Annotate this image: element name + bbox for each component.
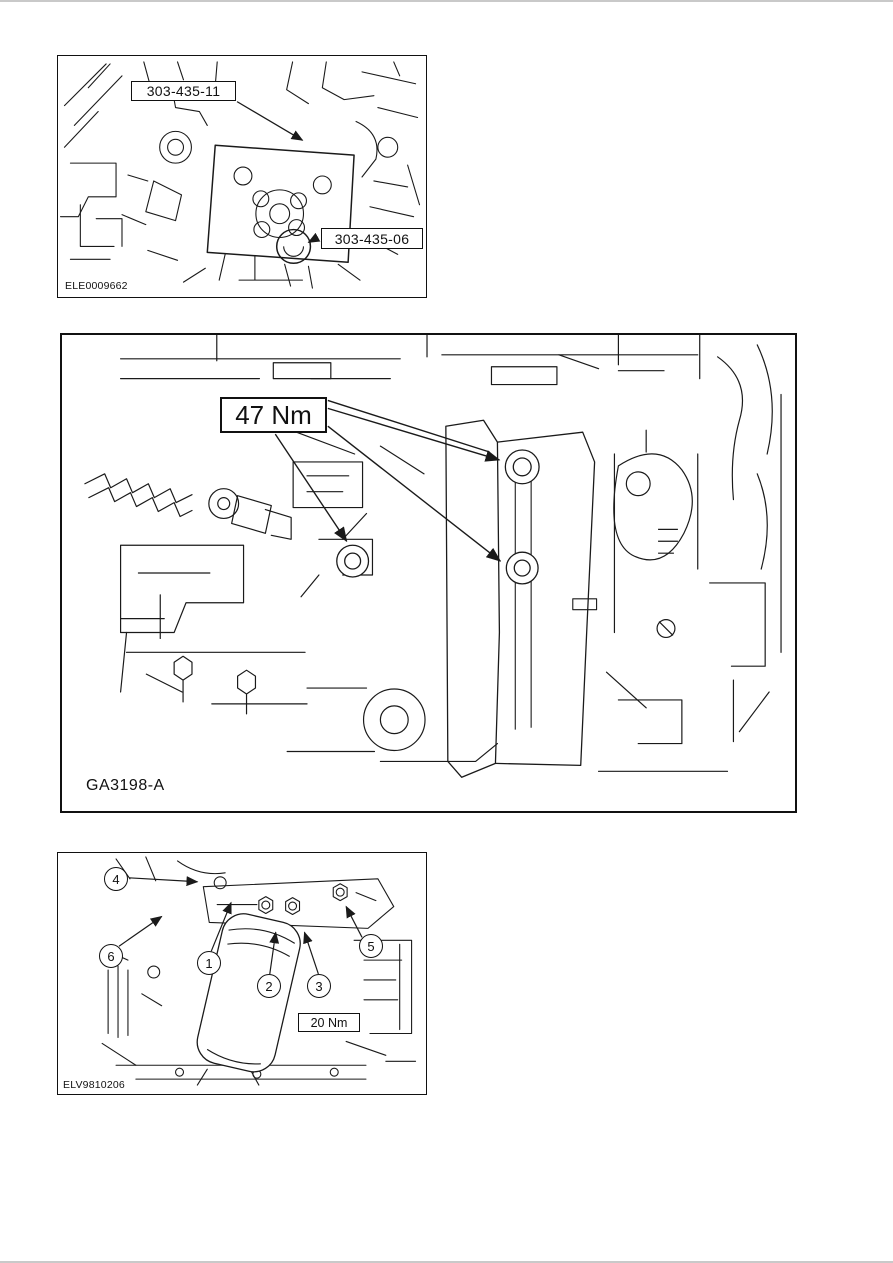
- tool-number-callout-top: 303-435-11: [131, 81, 236, 101]
- leader-arrows: [118, 876, 363, 975]
- figure-special-tools: 303-435-11 303-435-06 ELE0009662: [57, 55, 427, 298]
- tool-plate-drawing: [206, 144, 355, 264]
- egg-cover-drawing: [613, 453, 693, 639]
- socket-tool-drawing: [275, 228, 312, 265]
- drain-boss-drawing: [362, 688, 426, 752]
- callout-4: 4: [104, 867, 128, 891]
- leader-arrows: [236, 101, 321, 244]
- oil-filter-line-art: [101, 856, 417, 1086]
- callout-1: 1: [197, 951, 221, 975]
- callout-3: 3: [307, 974, 331, 998]
- page-bottom-divider: [0, 1261, 893, 1263]
- figure-torque-bracket: 47 Nm GA3198-A: [60, 333, 797, 813]
- callout-6: 6: [99, 944, 123, 968]
- figure-id-label: ELV9810206: [63, 1079, 125, 1091]
- callout-2: 2: [257, 974, 281, 998]
- torque-value-callout: 47 Nm: [220, 397, 327, 433]
- bolt-c-drawing: [505, 551, 539, 585]
- figure-id-label: GA3198-A: [86, 777, 165, 794]
- bolt-a-drawing: [504, 449, 540, 485]
- callout-5: 5: [359, 934, 383, 958]
- oil-filter-drawing: [196, 913, 301, 1073]
- bracket-line-art: [84, 335, 782, 778]
- hose-drawing: [84, 473, 292, 540]
- figure-id-label: ELE0009662: [65, 280, 128, 292]
- torque-value-callout: 20 Nm: [298, 1013, 360, 1032]
- tool-number-callout-bottom: 303-435-06: [321, 228, 423, 249]
- bolt-b-drawing: [336, 544, 370, 578]
- engine-background-art: [59, 61, 421, 289]
- page-top-divider: [0, 0, 893, 2]
- mounting-bracket-drawing: [445, 419, 598, 778]
- figure-oil-filter: 1 2 3 4 5 6 20 Nm ELV9810206: [57, 852, 427, 1095]
- carrier-bolts-drawing: [213, 876, 348, 916]
- special-tools-line-art: [59, 61, 421, 289]
- leader-arrows: [274, 399, 502, 562]
